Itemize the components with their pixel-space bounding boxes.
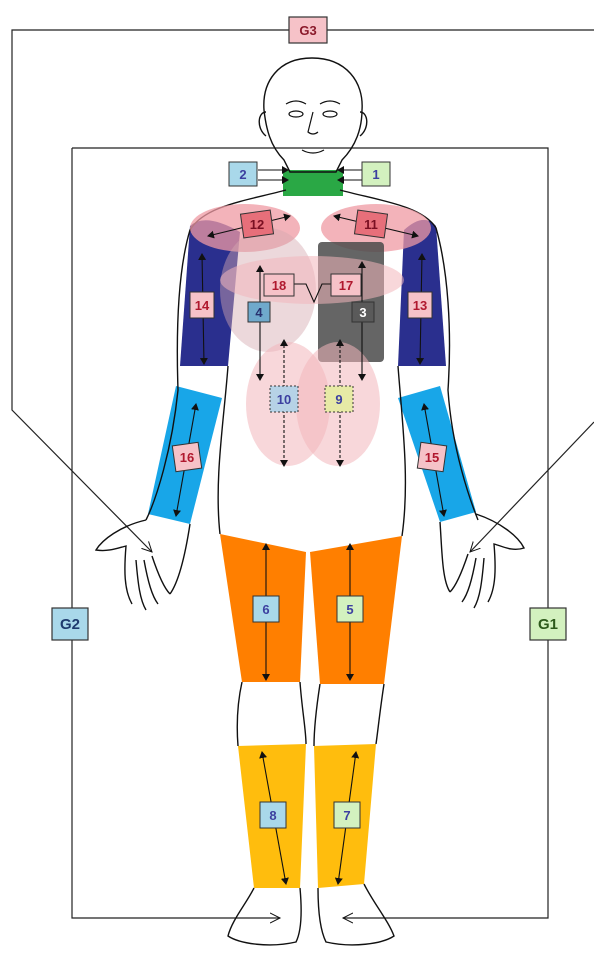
channel-1-label: 1 xyxy=(372,167,379,182)
channel-8-label: 8 xyxy=(269,808,276,823)
right-eye xyxy=(289,111,303,117)
head-outline xyxy=(264,58,362,172)
channel-16-label: 16 xyxy=(180,450,194,465)
left-eye xyxy=(323,111,337,117)
channel-18-label: 18 xyxy=(272,278,286,293)
channel-11-label: 11 xyxy=(364,217,378,232)
channel-13-box: 13 xyxy=(408,292,432,318)
g3-box: G3 xyxy=(289,17,327,43)
channel-11-box: 11 xyxy=(354,210,387,238)
channel-4-label: 4 xyxy=(255,305,263,320)
g3-label: G3 xyxy=(299,23,316,38)
nose xyxy=(308,112,318,134)
channel-17-box: 17 xyxy=(331,274,361,296)
channel-6-label: 6 xyxy=(262,602,269,617)
left-hand xyxy=(440,514,524,608)
g1-box: G1 xyxy=(530,608,566,640)
channel-2-box: 2 xyxy=(229,162,257,186)
channel-9-label: 9 xyxy=(335,392,342,407)
right-eyebrow xyxy=(286,101,306,104)
channel-13-label: 13 xyxy=(413,298,427,313)
channel-17-label: 17 xyxy=(339,278,353,293)
channel-10-label: 10 xyxy=(277,392,291,407)
channel-3-label: 3 xyxy=(359,305,366,320)
channel-9-box: 9 xyxy=(325,386,353,412)
channel-15-label: 15 xyxy=(425,450,439,465)
mouth xyxy=(302,150,324,153)
channel-18-box: 18 xyxy=(264,274,294,296)
channel-5-box: 5 xyxy=(337,596,363,622)
channel-7-box: 7 xyxy=(334,802,360,828)
channel-6-box: 6 xyxy=(253,596,279,622)
neck-region xyxy=(283,170,343,196)
legs-outline xyxy=(237,682,384,746)
right-hand xyxy=(96,520,190,610)
g3-wire-right xyxy=(470,422,594,552)
channel-12-label: 12 xyxy=(250,217,264,232)
channel-5-label: 5 xyxy=(346,602,353,617)
channel-14-box: 14 xyxy=(190,292,214,318)
channel-1-box: 1 xyxy=(362,162,390,186)
channel-14-label: 14 xyxy=(195,298,210,313)
left-eyebrow xyxy=(320,101,340,104)
channel-7-label: 7 xyxy=(343,808,350,823)
g1-label: G1 xyxy=(538,616,558,633)
channel-4-box: 4 xyxy=(248,302,270,322)
channel-16-box: 16 xyxy=(172,442,201,471)
ground-label-boxes: G3 G2 G1 xyxy=(52,17,566,640)
channel-15-box: 15 xyxy=(417,442,446,471)
channel-10-box: 10 xyxy=(270,386,298,412)
right-foot xyxy=(228,888,301,945)
left-foot xyxy=(318,884,394,945)
channel-12-box: 12 xyxy=(240,210,273,238)
channel-2-label: 2 xyxy=(239,167,246,182)
g2-label: G2 xyxy=(60,616,80,633)
g2-box: G2 xyxy=(52,608,88,640)
channel-8-box: 8 xyxy=(260,802,286,828)
channel-3-box: 3 xyxy=(352,302,374,322)
face xyxy=(286,101,340,153)
